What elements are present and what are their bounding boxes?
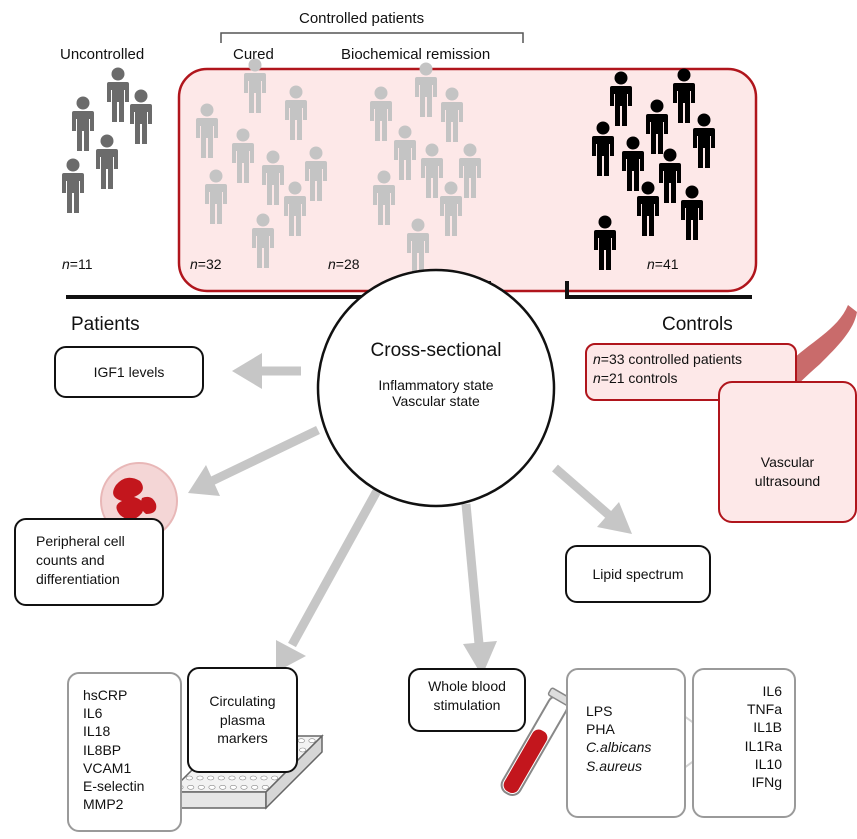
peripheral-cell-box: Peripheral cell counts and differentiati…	[14, 518, 164, 606]
cross-sectional-circle	[316, 268, 556, 508]
igf1-levels-box: IGF1 levels	[54, 346, 204, 398]
well	[228, 775, 236, 781]
stimulus-item: S.aureus	[586, 757, 643, 774]
cross-sectional-title: Cross-sectional	[370, 340, 502, 361]
uncontrolled-label: Uncontrolled	[60, 46, 145, 63]
circulating-line-2: plasma	[219, 711, 266, 728]
count-uncontrolled: n=11	[62, 256, 93, 272]
circulating-plasma-markers-box: Circulating plasma markers	[187, 667, 298, 773]
count-controls: n=41	[647, 256, 679, 272]
marker-item: E-selectin	[83, 777, 145, 794]
well	[240, 784, 248, 790]
well	[260, 775, 268, 781]
controls-divider-line	[565, 281, 752, 299]
well	[197, 784, 205, 790]
marker-item: IL6	[83, 705, 103, 722]
uncontrolled-people	[62, 67, 152, 213]
peripheral-line-1: Peripheral cell	[36, 533, 125, 549]
whole-blood-line-1: Whole blood	[428, 678, 506, 694]
well	[308, 738, 316, 744]
well	[249, 775, 257, 781]
cytokine-item: IL6	[762, 683, 782, 699]
lipid-spectrum-box: Lipid spectrum	[565, 545, 711, 603]
stimulus-item: PHA	[586, 721, 615, 738]
count-cured: n=32	[190, 256, 222, 272]
controls-heading: Controls	[662, 314, 733, 335]
biochemical-remission-label: Biochemical remission	[341, 46, 491, 63]
cytokine-item: IL1B	[753, 719, 782, 736]
cytokine-item: IL10	[754, 755, 782, 772]
whole-blood-stimulation-box: Whole blood stimulation	[408, 668, 526, 732]
well	[239, 775, 247, 781]
circulating-line-1: Circulating	[209, 692, 276, 709]
center-text: Cross-sectional Inflammatory state Vascu…	[318, 340, 554, 409]
stimulus-item: LPS	[586, 703, 613, 719]
patients-heading: Patients	[71, 314, 140, 335]
vascular-count-controls: n=21 controls	[593, 369, 678, 386]
well	[297, 738, 305, 744]
cytokine-item: TNFa	[747, 701, 782, 718]
cured-label: Cured	[233, 46, 274, 63]
arrows	[188, 353, 632, 676]
vascular-line-1: Vascular	[760, 454, 815, 471]
igf1-levels-label: IGF1 levels	[93, 363, 165, 380]
stimulus-item: C.albicans	[586, 739, 652, 756]
vascular-counts-box: n=33 controlled patients n=21 controls	[585, 343, 797, 401]
marker-item: MMP2	[83, 796, 124, 813]
peripheral-line-2: counts and	[36, 551, 105, 568]
marker-item: IL8BP	[83, 741, 122, 758]
well	[261, 784, 269, 790]
vascular-ultrasound-box: Vascular ultrasound	[718, 381, 857, 523]
vascular-count-patients: n=33 controlled patients	[593, 351, 743, 367]
well	[196, 775, 204, 781]
well	[229, 784, 237, 790]
inflammatory-state-label: Inflammatory state	[378, 377, 494, 393]
marker-item: IL18	[83, 723, 111, 740]
vascular-state-label: Vascular state	[392, 393, 480, 409]
circulating-line-3: markers	[217, 730, 268, 747]
well	[251, 784, 259, 790]
controlled-patients-label: Controlled patients	[299, 10, 425, 27]
count-remission: n=28	[328, 256, 360, 272]
marker-item: hsCRP	[83, 687, 128, 703]
lipid-spectrum-label: Lipid spectrum	[592, 565, 684, 582]
well	[187, 784, 195, 790]
well	[219, 784, 227, 790]
well	[208, 784, 216, 790]
cytokine-item: IFNg	[751, 773, 782, 790]
controlled-patients-bracket	[220, 32, 524, 43]
well	[207, 775, 215, 781]
whole-blood-line-2: stimulation	[433, 696, 501, 713]
marker-item: VCAM1	[83, 759, 132, 776]
peripheral-line-3: differentiation	[36, 570, 120, 587]
well	[271, 775, 279, 781]
vascular-line-2: ultrasound	[754, 473, 821, 489]
well	[217, 775, 225, 781]
well	[185, 775, 193, 781]
cytokine-item: IL1Ra	[744, 737, 782, 754]
well	[299, 747, 307, 753]
